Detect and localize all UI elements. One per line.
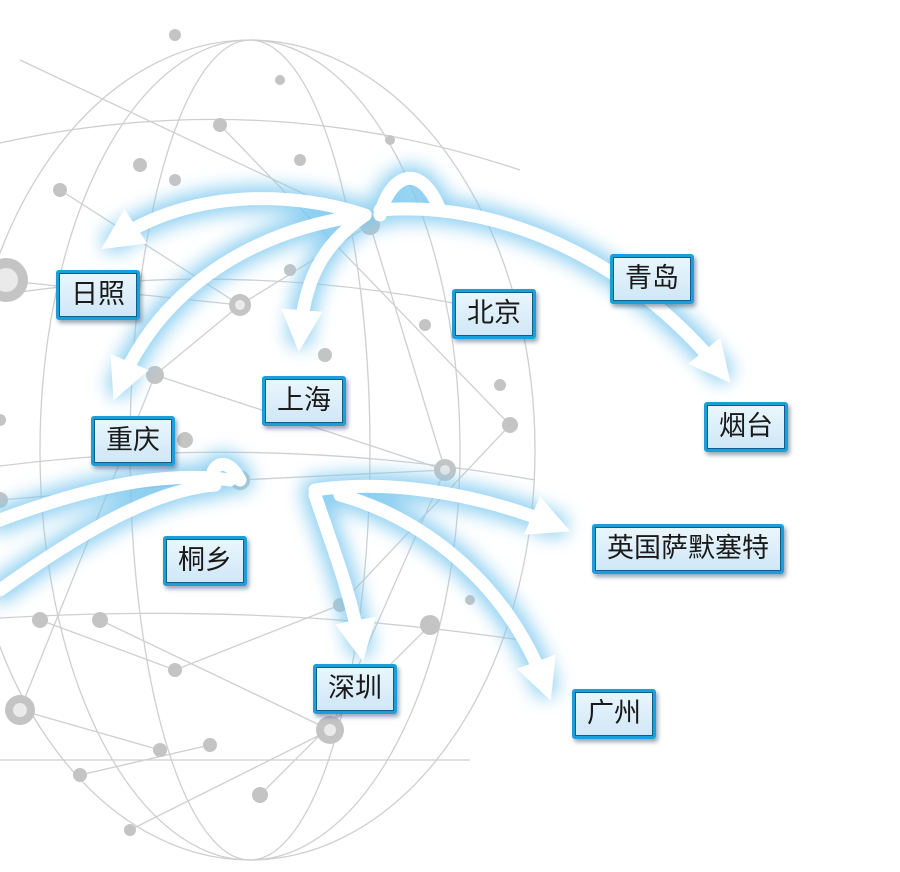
- arrow-to-rizhao: [101, 192, 372, 250]
- city-label-tongxiang: 桐乡: [163, 536, 247, 586]
- arrow-to-sommerset: [308, 479, 571, 535]
- connection-arrows: [0, 171, 731, 701]
- arrow-loop-beijing: [373, 171, 447, 222]
- city-label-chongqing: 重庆: [91, 416, 175, 466]
- globe-nodes: [0, 29, 518, 836]
- arrow-to-west: [0, 478, 222, 597]
- arrow-to-guangzhou: [333, 488, 556, 701]
- arrow-to-yantai: [373, 202, 731, 383]
- city-label-yantai: 烟台: [704, 402, 788, 452]
- city-label-qingdao: 青岛: [610, 254, 694, 304]
- globe-network: [0, 39, 536, 861]
- city-label-shanghai: 上海: [262, 376, 346, 426]
- arrow-to-shanghai: [281, 208, 372, 352]
- city-label-sommerset: 英国萨默塞特: [592, 524, 784, 574]
- city-label-guangzhou: 广州: [572, 689, 656, 739]
- arrow-from-west: [0, 470, 237, 527]
- arrow-to-shenzhen: [308, 488, 376, 662]
- city-label-rizhao: 日照: [56, 270, 140, 320]
- city-label-beijing: 北京: [452, 289, 536, 339]
- city-label-shenzhen: 深圳: [313, 664, 397, 714]
- arrow-to-chongqing: [110, 208, 372, 401]
